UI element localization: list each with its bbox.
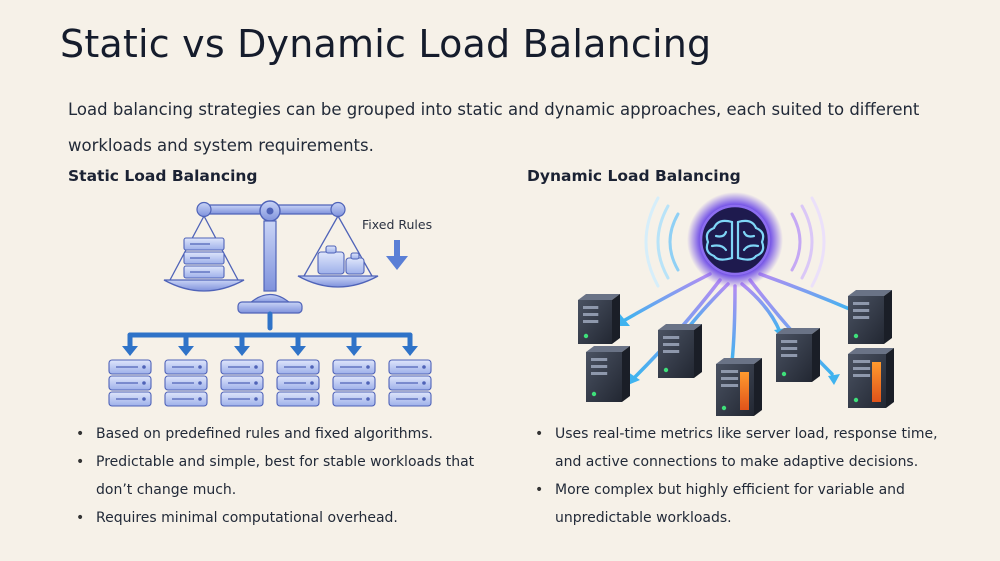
signal-arcs: [644, 196, 826, 288]
server-stack-icon: [220, 359, 264, 407]
dynamic-bullet-list: Uses real-time metrics like server load,…: [529, 420, 949, 532]
server-stack-icon: [164, 359, 208, 407]
brain-icon: [687, 192, 783, 288]
static-bullet: Predictable and simple, best for stable …: [70, 448, 490, 504]
dynamic-bullet: More complex but highly efficient for va…: [529, 476, 949, 532]
page-title: Static vs Dynamic Load Balancing: [60, 22, 712, 66]
server-row: [108, 359, 432, 407]
server-stack-icon: [276, 359, 320, 407]
server-tower-icon: [716, 358, 762, 416]
intro-paragraph: Load balancing strategies can be grouped…: [68, 100, 920, 155]
server-tower-icon: [776, 328, 820, 382]
server-stack-icon: [108, 359, 152, 407]
arrow-heads: [122, 346, 418, 356]
server-tower-icon: [578, 294, 620, 344]
static-illustration: Fixed Rules: [108, 200, 432, 407]
server-tower-icon: [848, 348, 894, 408]
server-tower-icon: [848, 290, 892, 344]
distribution-arrows: [127, 311, 413, 351]
dynamic-illustration: [578, 192, 894, 416]
static-heading: Static Load Balancing: [68, 167, 258, 185]
server-stack-icon: [183, 237, 225, 279]
server-stack-icon: [332, 359, 376, 407]
server-tower-icon: [586, 346, 630, 402]
dynamic-bullet: Uses real-time metrics like server load,…: [529, 420, 949, 476]
server-tower-icon: [658, 324, 702, 378]
down-arrow-icon: [386, 240, 408, 270]
dynamic-servers: [578, 290, 894, 416]
fixed-rules-label: Fixed Rules: [362, 217, 432, 232]
dynamic-heading: Dynamic Load Balancing: [527, 167, 741, 185]
server-stack-icon: [388, 359, 432, 407]
static-bullet: Requires minimal computational overhead.: [70, 504, 490, 532]
static-bullet: Based on predefined rules and fixed algo…: [70, 420, 490, 448]
static-bullet-list: Based on predefined rules and fixed algo…: [70, 420, 490, 532]
weights-icon: [317, 245, 365, 275]
